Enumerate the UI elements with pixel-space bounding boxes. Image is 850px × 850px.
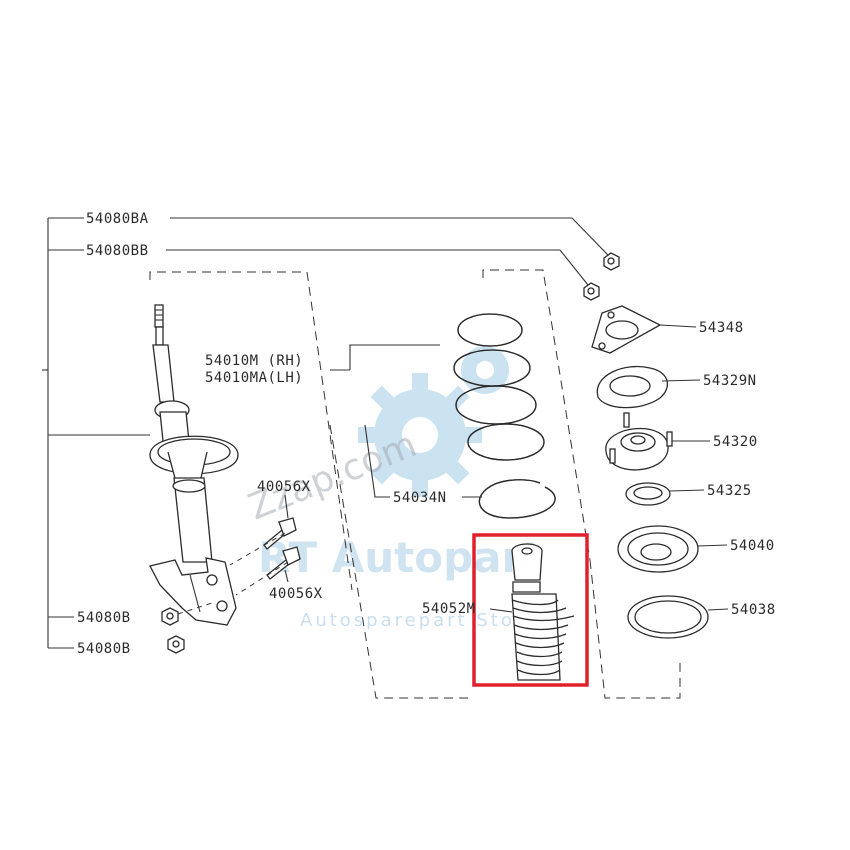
insulator-54329N: [596, 365, 669, 409]
nut-leader-lines: [166, 217, 609, 286]
dashed-assembly-lines: [149, 269, 681, 699]
rubber-seat-54038: [627, 595, 709, 639]
strut-mount-54320: [605, 412, 673, 471]
label-54080BA: 54080BA: [86, 211, 149, 227]
nut-54080B-upper: [161, 601, 216, 626]
watermark-diagonal-text: Zzap.com: [243, 424, 422, 528]
bolt-40056X-upper: [229, 517, 297, 566]
part-labels: 54080BA 54080BB 54010M (RH) 54010MA(LH) …: [77, 211, 776, 657]
bump-stop-boot: [511, 543, 575, 681]
label-54052M: 54052M: [422, 601, 476, 617]
label-54010M: 54010M (RH): [205, 353, 303, 369]
upper-seat-54040: [617, 525, 699, 573]
strut-assembly: [149, 304, 239, 626]
label-54320: 54320: [713, 434, 758, 450]
bearing-54325: [625, 482, 671, 506]
left-bracket-lines: [42, 217, 150, 649]
label-54010MA: 54010MA(LH): [205, 370, 303, 386]
nut-54080B-lower: [167, 635, 185, 654]
spring-insulator-ring: [478, 479, 556, 519]
selected-part-highlight: [472, 533, 589, 687]
mount-plate-54348: [591, 305, 662, 354]
label-54080B-top: 54080B: [77, 610, 131, 626]
watermark-tagline-text: Autosparepart Store: [300, 610, 539, 631]
label-40056X-top: 40056X: [257, 479, 311, 495]
label-54080B-bottom: 54080B: [77, 641, 131, 657]
watermark-brand-text: RT Autopart: [258, 533, 542, 582]
nut-54080BA: [603, 252, 620, 271]
label-54348: 54348: [699, 320, 744, 336]
right-leader-lines: [284, 324, 729, 613]
label-54034N: 54034N: [393, 490, 447, 506]
nut-54080BB: [583, 282, 600, 301]
label-54080BB: 54080BB: [86, 243, 149, 259]
label-54329N: 54329N: [703, 373, 757, 389]
label-54325: 54325: [707, 483, 752, 499]
label-54040: 54040: [730, 538, 775, 554]
label-54038: 54038: [731, 602, 776, 618]
gear-watermark-icon: [358, 346, 509, 497]
coil-spring: [453, 313, 545, 461]
bolt-40056X-lower: [235, 546, 301, 596]
label-40056X-bottom: 40056X: [269, 586, 323, 602]
